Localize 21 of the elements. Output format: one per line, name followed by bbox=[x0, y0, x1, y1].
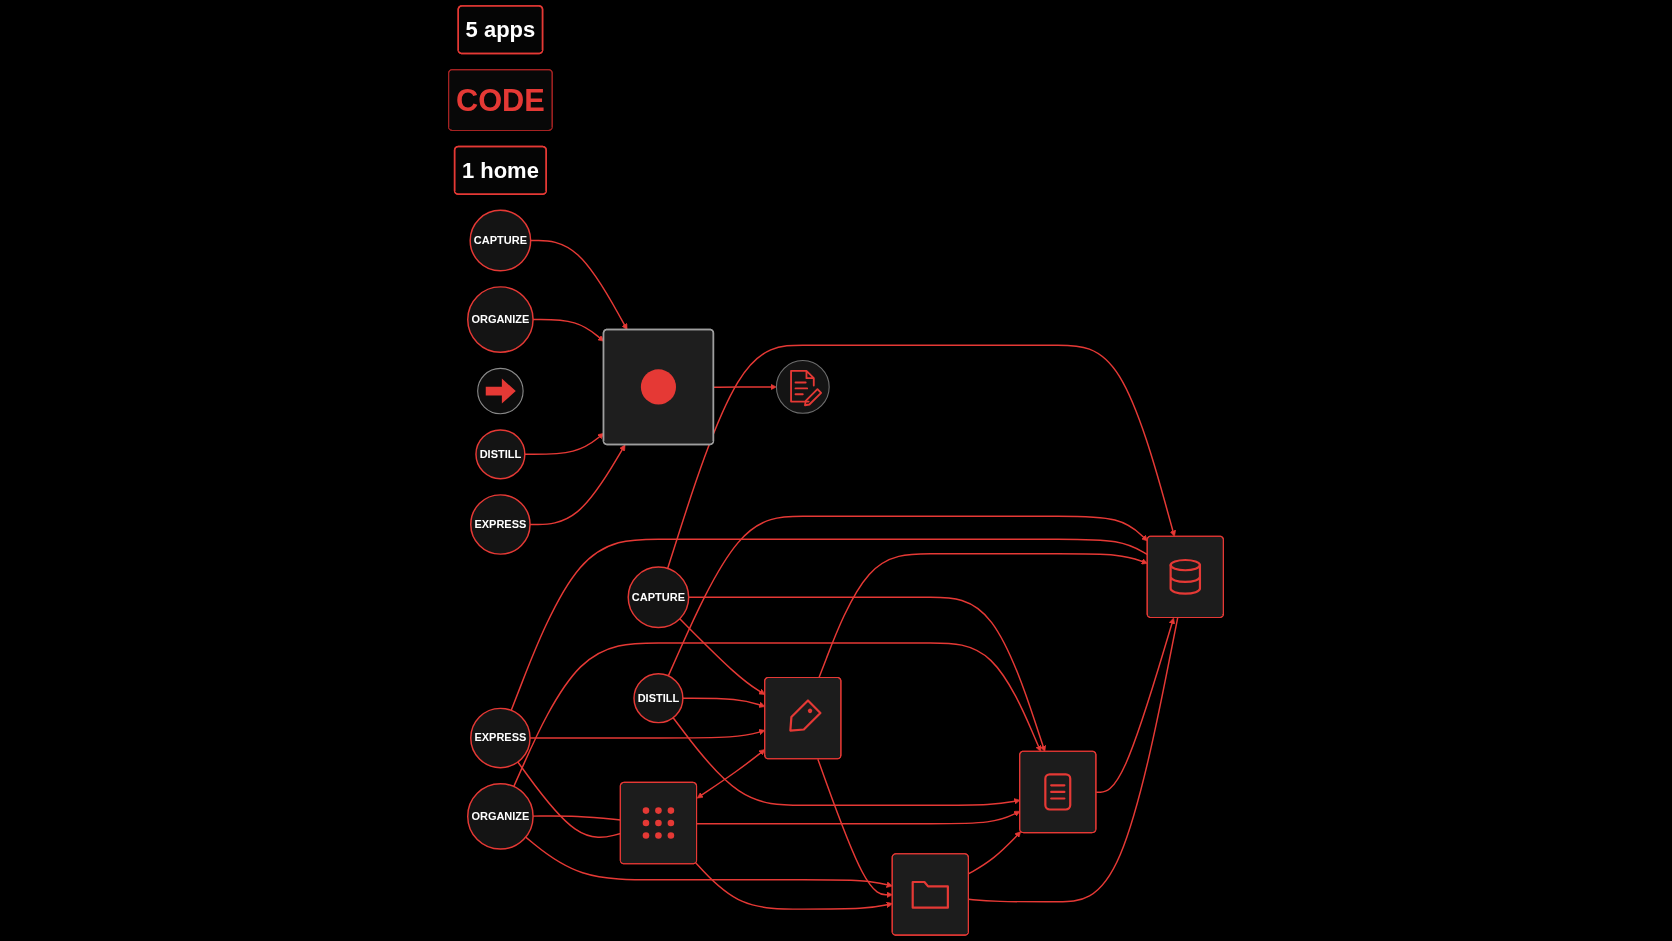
node-circle: ORGANIZE bbox=[467, 286, 534, 353]
node-circle: DISTILL bbox=[633, 673, 684, 724]
node-circle: CAPTURE bbox=[469, 209, 532, 272]
node-circle: ORGANIZE bbox=[467, 783, 534, 850]
arrow bbox=[713, 383, 777, 391]
node-circle: EXPRESS bbox=[470, 707, 531, 769]
connector bbox=[968, 617, 1179, 903]
arrow bbox=[666, 344, 1176, 570]
node-circle: DISTILL bbox=[475, 429, 526, 480]
arrow bbox=[524, 836, 893, 888]
arrow bbox=[817, 758, 893, 898]
arrow bbox=[667, 515, 1148, 677]
arrow bbox=[968, 831, 1022, 875]
arrow bbox=[695, 862, 893, 910]
node-circle bbox=[477, 367, 524, 415]
node-circle: CAPTURE bbox=[627, 566, 690, 629]
node-circle: EXPRESS bbox=[470, 494, 531, 555]
arrow bbox=[818, 553, 1148, 679]
arrow bbox=[1095, 617, 1175, 793]
arrow bbox=[513, 642, 1042, 788]
node-circle bbox=[775, 360, 830, 414]
